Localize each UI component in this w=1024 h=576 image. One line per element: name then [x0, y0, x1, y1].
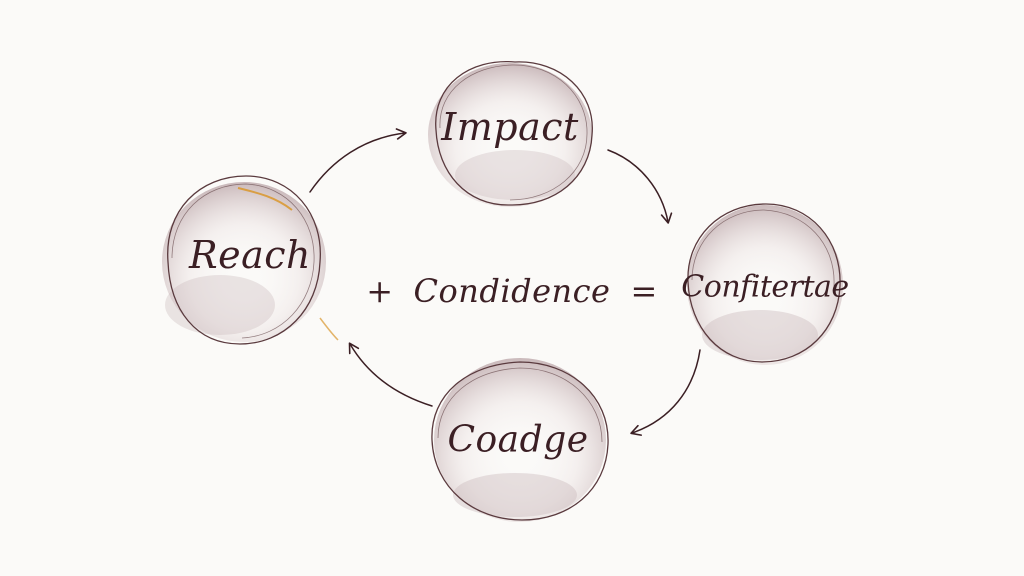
arrow-impact-to-confi — [607, 149, 673, 224]
node-impact-label: Impact — [441, 105, 579, 149]
arrow-reach-to-impact — [309, 128, 407, 193]
arrow-confi-to-coad — [630, 349, 701, 436]
equals-sign: = — [630, 272, 658, 310]
node-reach-circle — [162, 175, 339, 345]
node-confi-circle — [687, 203, 843, 365]
node-impact-circle — [428, 60, 593, 207]
node-coad-label: Coadge — [447, 419, 589, 461]
accent-stroke — [237, 187, 293, 211]
center-word: Condidence — [413, 272, 611, 310]
node-coad-circle — [431, 358, 609, 522]
node-confi-label: Confitertae — [681, 269, 849, 305]
arrow-coad-to-reach — [348, 342, 433, 407]
plus-sign: + — [366, 272, 394, 310]
node-reach-label: Reach — [188, 233, 312, 277]
center-formula: + Condidence = — [346, 272, 678, 310]
